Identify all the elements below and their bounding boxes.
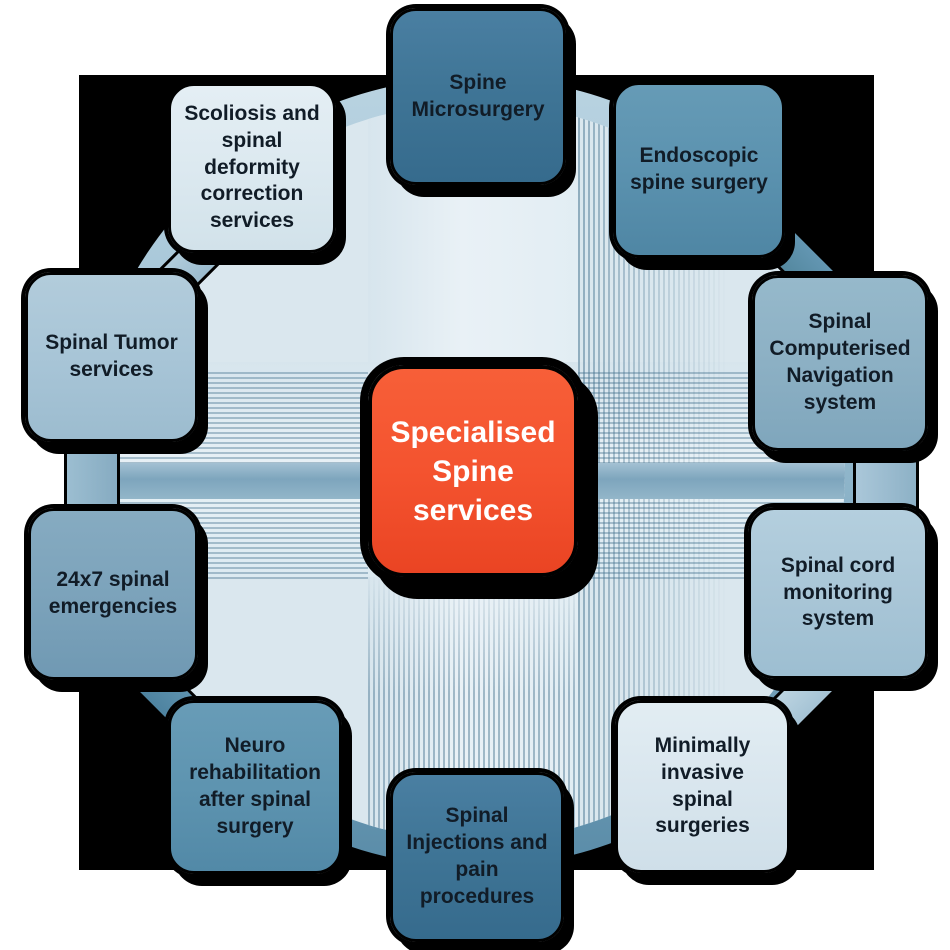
node-neuro-rehabilitation-after-spinal-surgery: Neuro rehabilitation after spinal surger… bbox=[168, 700, 342, 874]
node-label: Spinal Computerised Navigation system bbox=[769, 310, 911, 414]
node-label: Endoscopic spine surgery bbox=[630, 144, 768, 194]
node-spinal-injections-and-pain-procedures: Spinal Injections and pain procedures bbox=[390, 772, 564, 942]
node-label: Spinal Tumor services bbox=[45, 331, 178, 381]
node-minimally-invasive-spinal-surgeries: Minimally invasive spinal surgeries bbox=[615, 700, 790, 873]
node-spinal-tumor-services: Spinal Tumor services bbox=[25, 272, 198, 442]
center-node-label: Specialised Spine services bbox=[390, 415, 556, 527]
node-label: Scoliosis and spinal deformity correctio… bbox=[184, 101, 320, 233]
node-endoscopic-spine-surgery: Endoscopic spine surgery bbox=[613, 82, 785, 258]
node-label: 24x7 spinal emergencies bbox=[48, 568, 178, 618]
node-spinal-computerised-navigation-system: Spinal Computerised Navigation system bbox=[752, 275, 928, 451]
center-node-specialised-spine-services: Specialised Spine services bbox=[368, 365, 578, 577]
node-spine-microsurgery: Spine Microsurgery bbox=[390, 8, 566, 185]
node-label: Neuro rehabilitation after spinal surger… bbox=[189, 734, 321, 838]
node-label: Spine Microsurgery bbox=[411, 70, 545, 121]
node-label: Spinal Injections and pain procedures bbox=[406, 804, 548, 908]
node-label: Minimally invasive spinal surgeries bbox=[654, 733, 751, 838]
node-scoliosis-and-spinal-deformity-correction-services: Scoliosis and spinal deformity correctio… bbox=[168, 83, 336, 253]
node-24x7-spinal-emergencies: 24x7 spinal emergencies bbox=[28, 508, 198, 680]
node-label: Spinal cord monitoring system bbox=[780, 553, 896, 631]
node-spinal-cord-monitoring-system: Spinal cord monitoring system bbox=[748, 507, 928, 679]
